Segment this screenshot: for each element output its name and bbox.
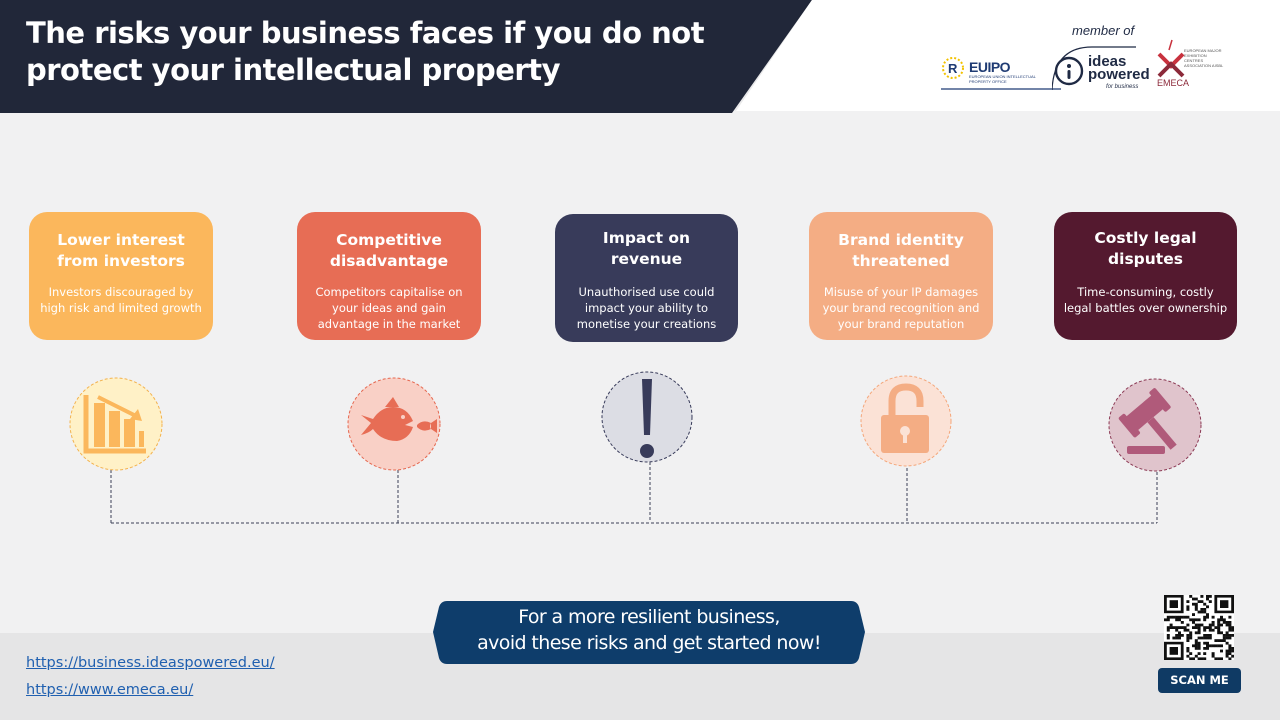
euipo-logo-icon: R [941, 57, 1061, 90]
logo-panel [736, 0, 1280, 111]
risk-card-title-line: threatened [852, 252, 950, 270]
risk-card-title: Impact on revenue [563, 228, 730, 270]
risk-card-title-line: Impact on [602, 229, 691, 247]
risk-card-title: Lower interest from investors [37, 230, 205, 272]
cta-line: For a more resilient business, [518, 606, 780, 628]
risk-card-brand: Brand identity threatened Misuse of your … [809, 212, 993, 340]
open-padlock-icon [860, 375, 952, 467]
euipo-logo-subtitle: EUROPEAN UNION INTELLECTUAL PROPERTY OFF… [969, 74, 1036, 84]
cta-text: For a more resilient business, avoid the… [440, 604, 858, 656]
declining-bar-chart-icon [69, 377, 163, 471]
ideas-powered-tagline: for business [1106, 84, 1139, 90]
risk-card-description: Misuse of your IP damages your brand rec… [822, 285, 980, 331]
ideas-powered-logo-icon [1052, 46, 1136, 91]
emeca-logo-icon [1157, 39, 1185, 78]
exclamation-mark-icon [601, 371, 693, 463]
risk-card-legal: Costly legal disputes Time-consuming, cos… [1054, 212, 1237, 340]
risk-card-description: Competitors capitalise on your ideas and… [315, 285, 463, 331]
risk-card-title-line: revenue [610, 250, 683, 268]
svg-text:R: R [948, 61, 958, 76]
qr-code-icon[interactable] [1164, 595, 1234, 660]
risk-card-description: Investors discouraged by high risk and l… [40, 285, 202, 315]
scan-me-button[interactable]: SCAN ME [1158, 668, 1241, 693]
powered-word: powered [1088, 66, 1150, 83]
risk-card-title: Costly legal disputes [1062, 228, 1229, 270]
risk-card-description: Time-consuming, costly legal battles ove… [1063, 285, 1228, 315]
risk-card-title-line: Costly legal [1094, 229, 1197, 247]
risk-card-revenue: Impact on revenue Unauthorised use could … [555, 214, 738, 342]
emeca-link[interactable]: https://www.emeca.eu/ [26, 682, 194, 698]
page-title: The risks your business faces if you do … [26, 16, 705, 87]
euipo-logo-text: EUIPO [969, 59, 1011, 75]
header-banner [0, 0, 812, 113]
risk-card-title: Competitive disadvantage [305, 230, 473, 272]
emeca-logo-subtitle: EUROPEAN MAJOR EXHIBITION CENTRES ASSOCI… [1184, 48, 1224, 68]
member-of-label: member of [1072, 23, 1135, 38]
risk-card-title-line: disadvantage [329, 252, 449, 270]
risk-card-description: Unauthorised use could impact your abili… [576, 285, 717, 331]
cta-banner [433, 601, 865, 664]
risk-card-title-line: Brand identity [838, 231, 964, 249]
risk-card-investors: Lower interest from investors Investors d… [29, 212, 213, 340]
risk-card-title-line: Competitive [336, 231, 442, 249]
big-fish-eating-small-fish-icon [347, 377, 441, 471]
risk-card-title-line: from investors [57, 252, 185, 270]
cta-line: avoid these risks and get started now! [477, 632, 821, 654]
risk-card-title-line: disputes [1108, 250, 1183, 268]
ideas-word: ideas [1088, 53, 1127, 70]
risk-card-title-line: Lower interest [57, 231, 185, 249]
emeca-logo-text: EMECA [1157, 78, 1190, 88]
ideas-powered-link[interactable]: https://business.ideaspowered.eu/ [26, 655, 275, 671]
risk-card-title: Brand identity threatened [817, 230, 985, 272]
risk-card-competitive: Competitive disadvantage Competitors capi… [297, 212, 481, 340]
gavel-icon [1108, 378, 1202, 472]
